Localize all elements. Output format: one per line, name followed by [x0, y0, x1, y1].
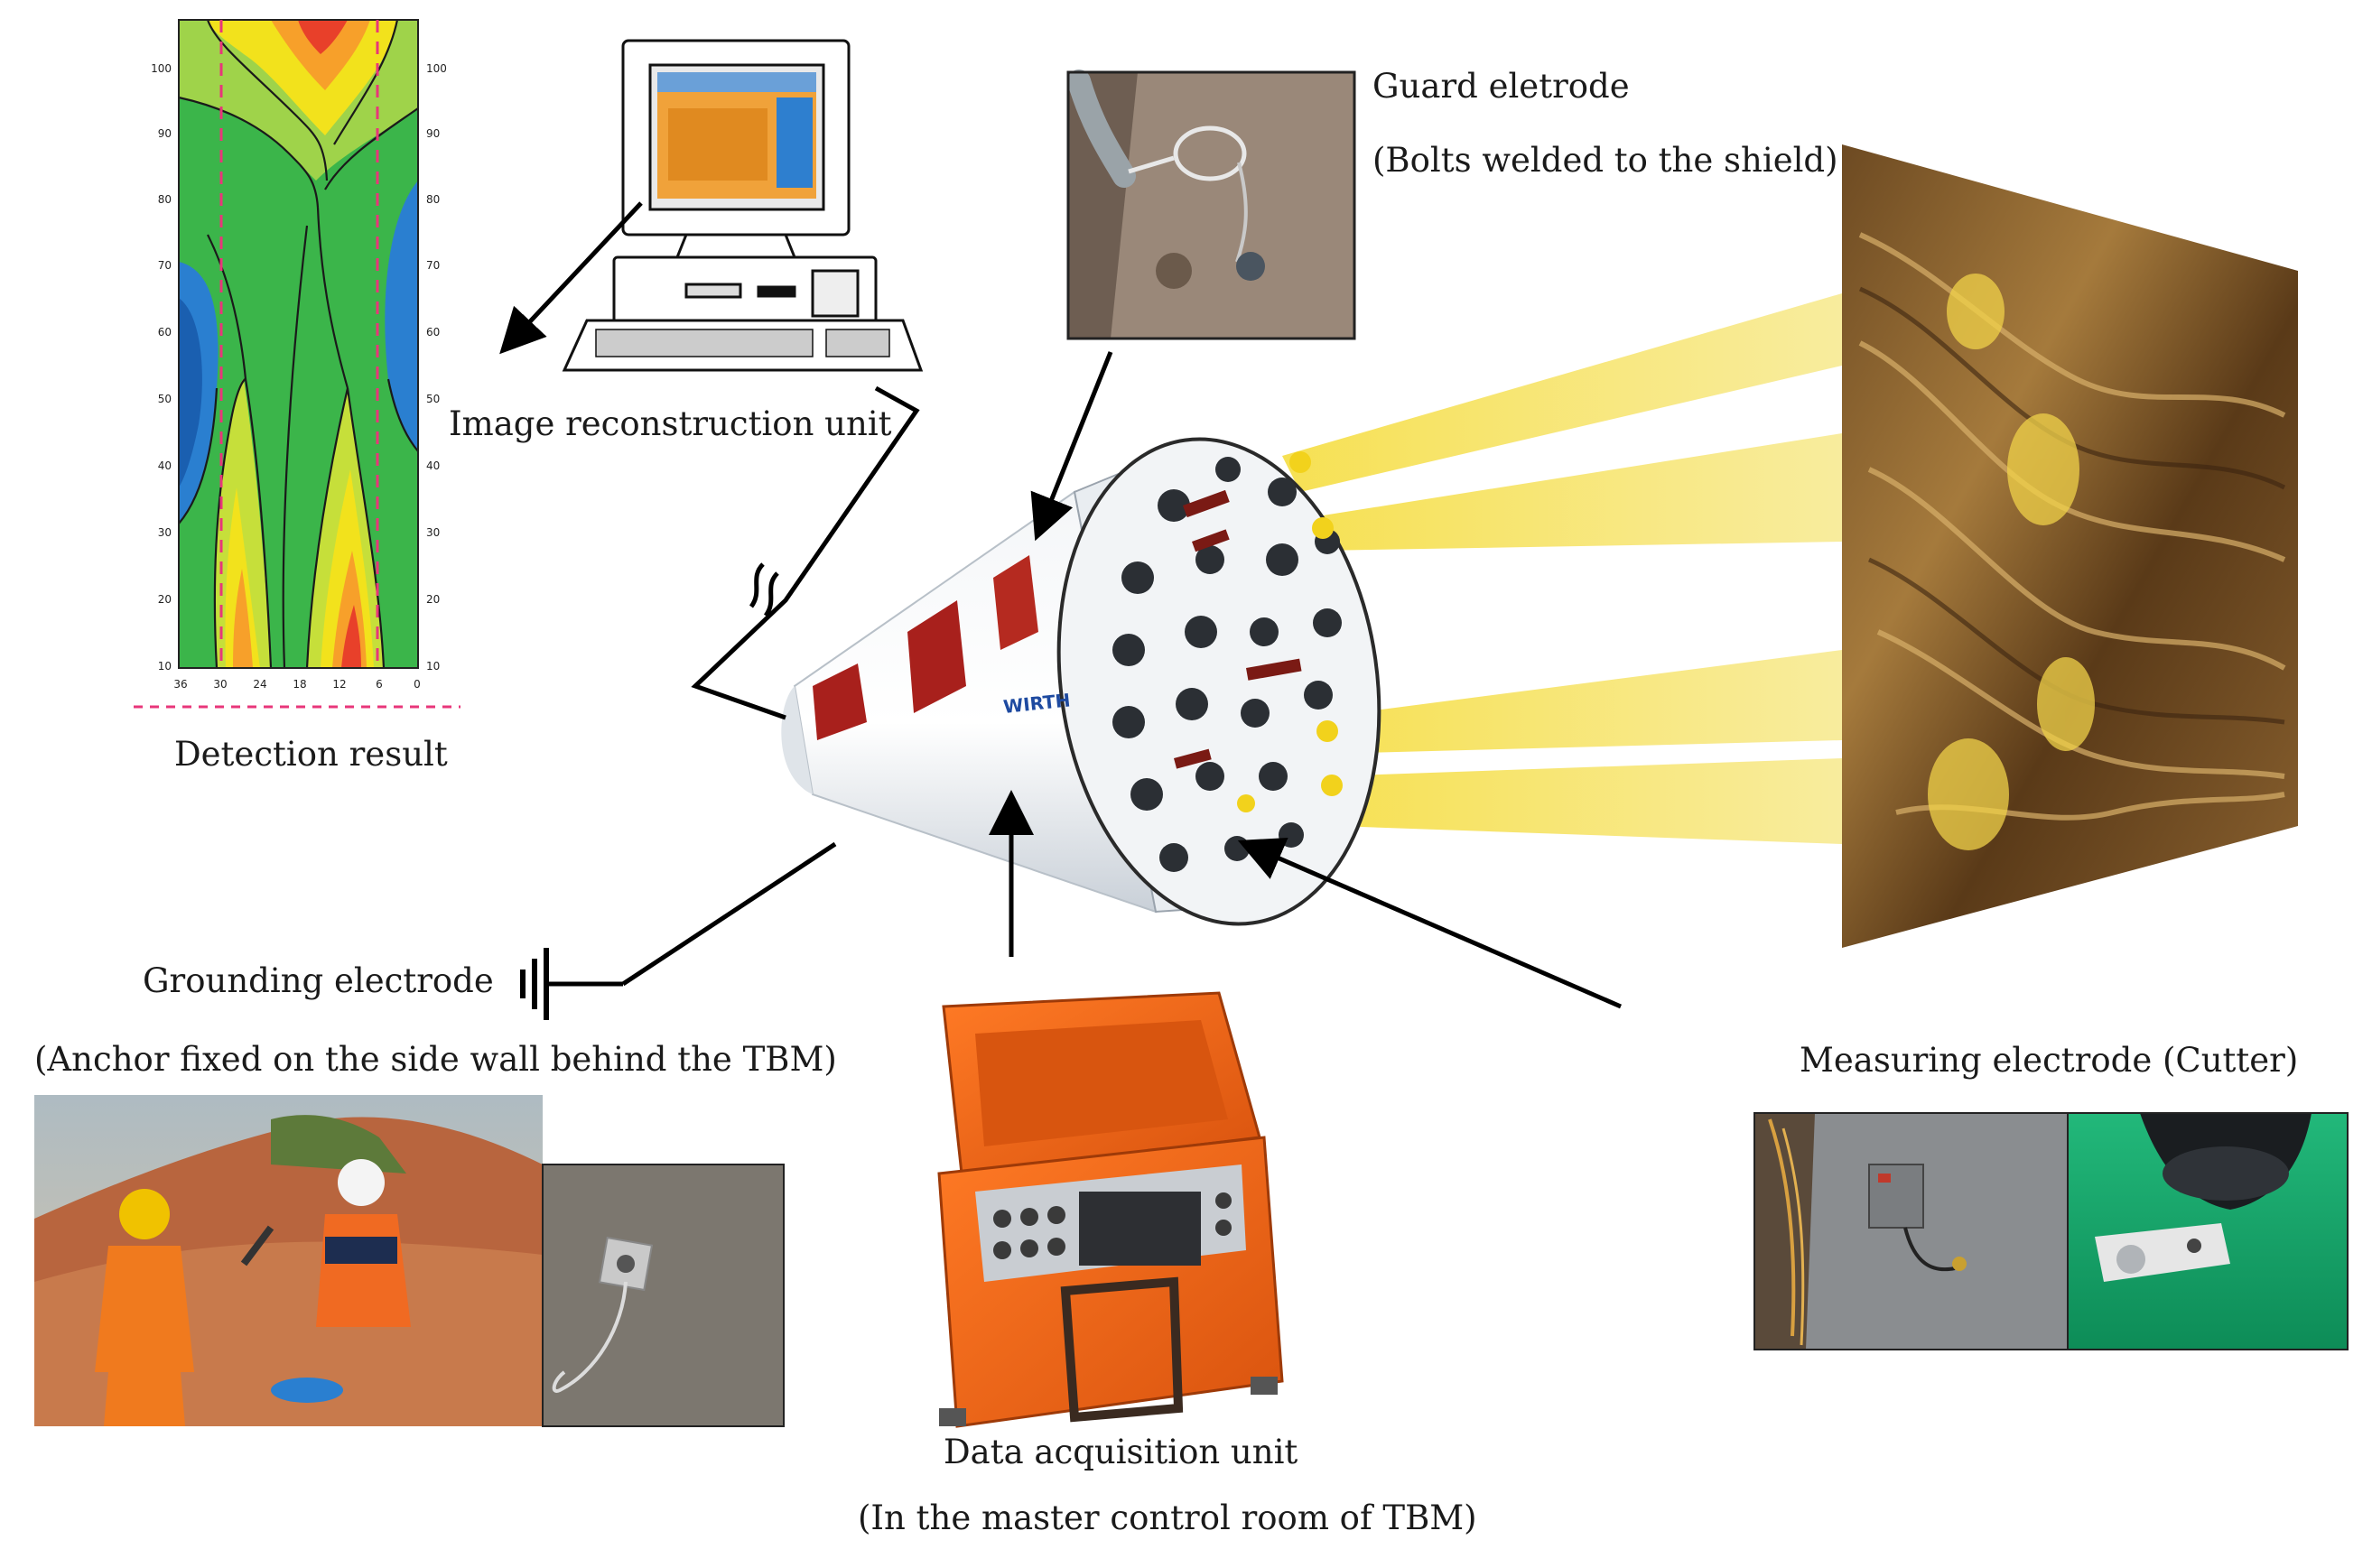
connection-lines — [499, 201, 1622, 1009]
plot-left-tick: 60 — [158, 326, 172, 339]
grounding-electrode-label: Grounding electrode — [143, 961, 494, 1000]
plot-right-tick: 90 — [426, 127, 440, 140]
plot-right-tick: 40 — [426, 459, 440, 472]
computer-illustration — [562, 39, 924, 372]
plot-left-tick: 100 — [151, 62, 172, 75]
plot-right-tick: 60 — [426, 326, 440, 339]
data-acquisition-device — [937, 991, 1284, 1428]
plot-left-tick: 20 — [158, 593, 172, 606]
plot-right-tick: 50 — [426, 393, 440, 405]
grounding-workers-photo — [34, 1095, 543, 1426]
data-acquisition-note: (In the master control room of TBM) — [858, 1498, 1477, 1537]
measuring-electrode-photo-left — [1753, 1112, 2069, 1350]
plot-right-tick: 70 — [426, 259, 440, 272]
detection-result-label: Detection result — [174, 735, 448, 774]
plot-left-tick: 70 — [158, 259, 172, 272]
plot-right-tick: 10 — [426, 660, 440, 673]
ground-symbol-icon — [520, 948, 549, 1020]
plot-bottom-tick: 18 — [293, 678, 306, 691]
guard-electrode-note: (Bolts welded to the shield) — [1372, 141, 1838, 180]
plot-left-tick: 30 — [158, 526, 172, 539]
detection-beams — [1282, 293, 1842, 844]
plot-bottom-tick: 36 — [173, 678, 187, 691]
measuring-electrode-photo-right — [2067, 1112, 2349, 1350]
measuring-electrode-label: Measuring electrode (Cutter) — [1800, 1041, 2299, 1080]
plot-bottom-tick: 30 — [213, 678, 227, 691]
rock-face — [1842, 144, 2298, 948]
plot-left-tick: 90 — [158, 127, 172, 140]
plot-right-tick: 80 — [426, 193, 440, 206]
plot-bottom-tick: 24 — [253, 678, 266, 691]
plot-bottom-tick: 12 — [332, 678, 346, 691]
guard-electrode-photo — [1066, 70, 1356, 340]
plot-bottom-tick: 0 — [414, 678, 421, 691]
plot-right-tick: 30 — [426, 526, 440, 539]
image-reconstruction-label: Image reconstruction unit — [449, 404, 892, 443]
plot-left-tick: 10 — [158, 660, 172, 673]
guard-electrode-label: Guard eletrode — [1372, 67, 1630, 106]
detection-result-plot: 100 90 80 70 60 50 40 30 20 10 100 90 80… — [134, 19, 460, 709]
grounding-electrode-note: (Anchor fixed on the side wall behind th… — [34, 1040, 837, 1079]
data-acquisition-label: Data acquisition unit — [944, 1433, 1298, 1471]
plot-right-tick: 100 — [426, 62, 447, 75]
plot-right-tick: 20 — [426, 593, 440, 606]
plot-left-tick: 80 — [158, 193, 172, 206]
grounding-anchor-photo — [542, 1164, 785, 1427]
plot-bottom-tick: 6 — [376, 678, 383, 691]
plot-left-tick: 50 — [158, 393, 172, 405]
tbm-machine: WIRTH — [781, 437, 1381, 926]
plot-left-tick: 40 — [158, 459, 172, 472]
